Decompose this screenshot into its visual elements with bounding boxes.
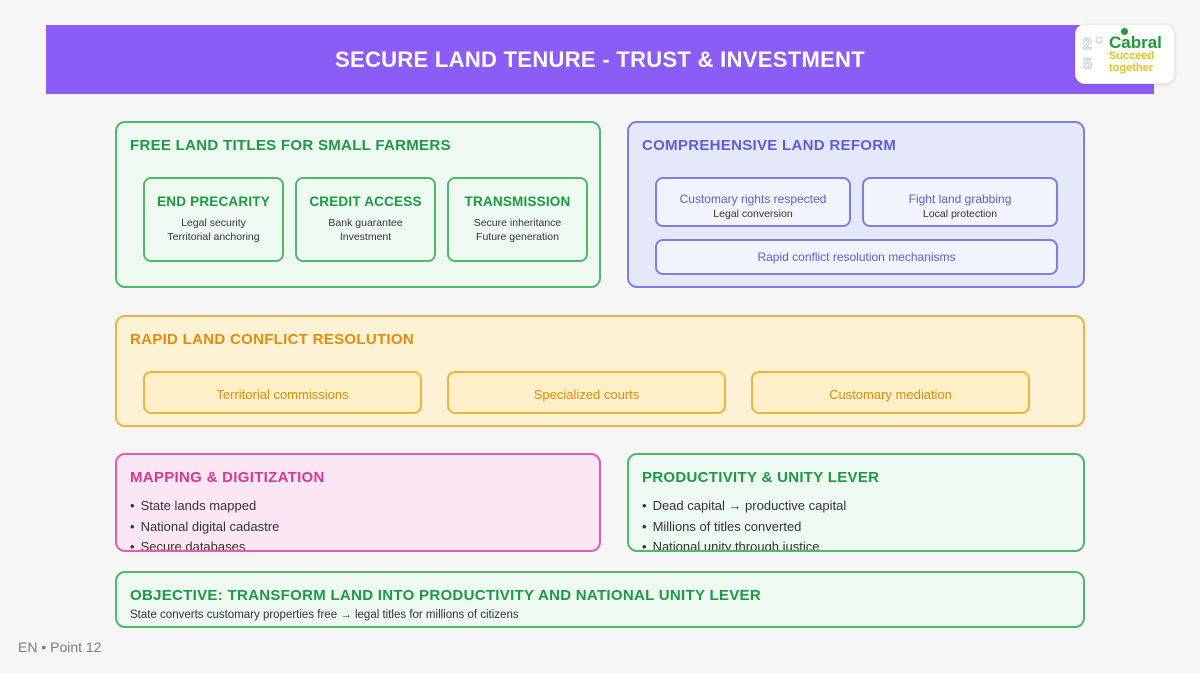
free-land-titles-panel: FREE LAND TITLES FOR SMALL FARMERS END P…: [115, 121, 601, 288]
card-line: Bank guarantee: [328, 217, 403, 229]
productivity-panel: PRODUCTIVITY & UNITY LEVER •Dead capital…: [627, 453, 1085, 552]
conflict-resolution-panel: RAPID LAND CONFLICT RESOLUTION Territori…: [115, 315, 1085, 427]
card-title: END PRECARITY: [157, 194, 270, 209]
card-line: Investment: [339, 231, 392, 243]
card-line: Legal security: [181, 217, 246, 229]
card-credit-access: CREDIT ACCESS Bank guarantee Investment: [295, 177, 436, 262]
card-conflict-mechanisms: Rapid conflict resolution mechanisms: [655, 239, 1058, 275]
logo-emblem-icon: 2 5: [1082, 32, 1104, 76]
card-title: Customary rights respected: [679, 192, 827, 206]
mapping-title: MAPPING & DIGITIZATION: [130, 469, 325, 486]
logo-slogan-line1: Succeed: [1109, 49, 1155, 62]
mapping-panel: MAPPING & DIGITIZATION •State lands mapp…: [115, 453, 601, 552]
card-title: Territorial commissions: [216, 387, 349, 402]
card-title: Customary mediation: [829, 387, 952, 402]
list-item: •Dead capital → productive capital: [642, 498, 847, 513]
mapping-bullet-list: •State lands mapped •National digital ca…: [130, 496, 280, 552]
card-territorial-commissions: Territorial commissions: [143, 371, 422, 414]
logo-name: Cabral: [1109, 32, 1162, 52]
land-reform-title: COMPREHENSIVE LAND REFORM: [642, 137, 897, 154]
svg-text:5: 5: [1083, 56, 1092, 73]
objective-title: OBJECTIVE: TRANSFORM LAND INTO PRODUCTIV…: [130, 587, 761, 604]
card-title: Specialized courts: [533, 387, 640, 402]
card-title: CREDIT ACCESS: [309, 194, 422, 209]
card-line: Territorial anchoring: [167, 231, 260, 243]
list-item: •National unity through justice: [642, 539, 820, 552]
logo-dot-icon: [1121, 28, 1128, 35]
list-item: •National digital cadastre: [130, 518, 280, 534]
svg-text:2: 2: [1083, 36, 1092, 53]
card-title: TRANSMISSION: [464, 194, 571, 209]
card-title: Fight land grabbing: [908, 192, 1012, 206]
logo-slogan-line2: together: [1109, 61, 1153, 74]
card-subtitle: Legal conversion: [713, 208, 793, 220]
card-customary-rights: Customary rights respected Legal convers…: [655, 177, 851, 227]
header-banner: SECURE LAND TENURE - TRUST & INVESTMENT: [46, 25, 1154, 94]
card-transmission: TRANSMISSION Secure inheritance Future g…: [447, 177, 588, 262]
card-subtitle: Local protection: [922, 208, 998, 220]
card-specialized-courts: Specialized courts: [447, 371, 726, 414]
land-reform-panel: COMPREHENSIVE LAND REFORM Customary righ…: [627, 121, 1085, 288]
card-line: Secure inheritance: [473, 217, 562, 229]
objective-panel: OBJECTIVE: TRANSFORM LAND INTO PRODUCTIV…: [115, 571, 1085, 628]
conflict-resolution-title: RAPID LAND CONFLICT RESOLUTION: [130, 331, 414, 348]
list-item: •Millions of titles converted: [642, 518, 802, 534]
list-item: •Secure databases: [130, 539, 246, 552]
card-line: Future generation: [476, 231, 559, 243]
productivity-title: PRODUCTIVITY & UNITY LEVER: [642, 469, 880, 486]
card-title: Rapid conflict resolution mechanisms: [757, 250, 956, 264]
card-customary-mediation: Customary mediation: [751, 371, 1030, 414]
card-fight-land-grabbing: Fight land grabbing Local protection: [862, 177, 1058, 227]
page-title: SECURE LAND TENURE - TRUST & INVESTMENT: [335, 46, 865, 72]
slide-footer: EN • Point 12: [18, 639, 102, 655]
productivity-bullet-list: •Dead capital → productive capital •Mill…: [642, 496, 847, 552]
objective-subtitle: State converts customary properties free…: [130, 609, 519, 621]
list-item: •State lands mapped: [130, 498, 257, 513]
free-land-titles-title: FREE LAND TITLES FOR SMALL FARMERS: [130, 137, 451, 154]
card-end-precarity: END PRECARITY Legal security Territorial…: [143, 177, 284, 262]
